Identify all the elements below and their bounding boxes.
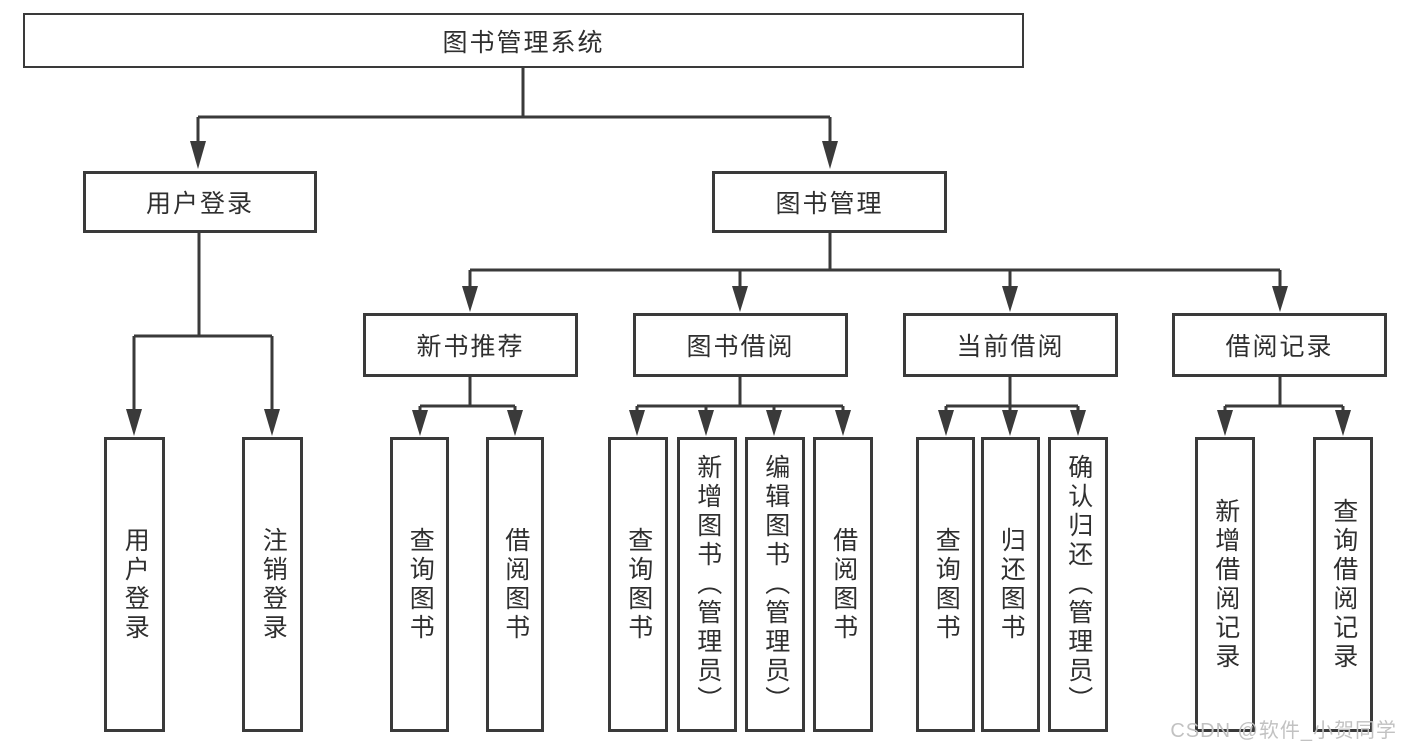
node-book-management: 图书管理 <box>712 171 947 233</box>
leaf-borrow-books-recommend: 借阅图书 <box>486 437 544 732</box>
leaf-query-books-borrowing: 查询图书 <box>608 437 668 732</box>
leaf-borrow-books-borrowing: 借阅图书 <box>813 437 873 732</box>
node-current-borrowing: 当前借阅 <box>903 313 1118 377</box>
node-book-borrowing: 图书借阅 <box>633 313 848 377</box>
leaf-add-books-admin: 新增图书（管理员） <box>677 437 737 732</box>
csdn-watermark: CSDN @软件_小贺同学 <box>1170 720 1397 742</box>
node-borrow-records: 借阅记录 <box>1172 313 1387 377</box>
leaf-query-books-current: 查询图书 <box>916 437 975 732</box>
leaf-query-books-recommend: 查询图书 <box>390 437 449 732</box>
leaf-edit-books-admin: 编辑图书（管理员） <box>745 437 805 732</box>
node-user-login: 用户登录 <box>83 171 317 233</box>
leaf-user-login: 用户登录 <box>104 437 165 732</box>
leaf-logout: 注销登录 <box>242 437 303 732</box>
leaf-confirm-return-admin: 确认归还（管理员） <box>1048 437 1108 732</box>
leaf-return-books: 归还图书 <box>981 437 1040 732</box>
node-root-library-management-system: 图书管理系统 <box>23 13 1024 68</box>
arrowheads <box>126 141 1351 436</box>
node-new-book-recommend: 新书推荐 <box>363 313 578 377</box>
leaf-add-borrow-record: 新增借阅记录 <box>1195 437 1255 732</box>
leaf-query-borrow-record: 查询借阅记录 <box>1313 437 1373 732</box>
